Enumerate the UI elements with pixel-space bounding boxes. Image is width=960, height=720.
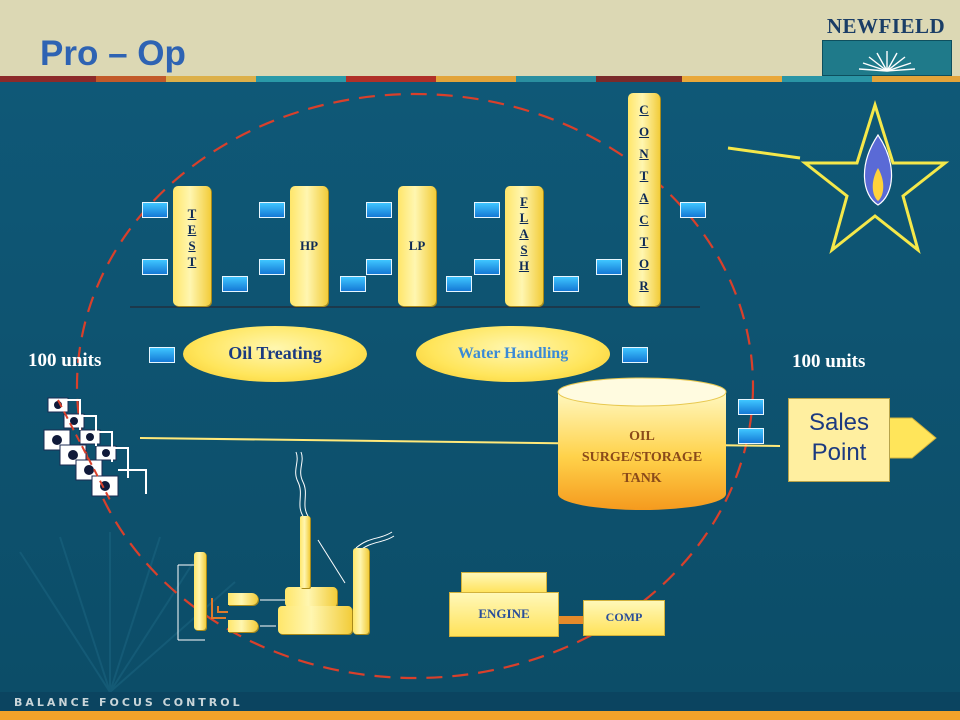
- inlet-arrow-icon: [142, 259, 168, 275]
- slide-title: Pro – Op: [40, 34, 186, 73]
- flash-separator: [505, 186, 543, 306]
- sales-point-label-line1: Sales: [808, 409, 870, 436]
- newfield-logo-mark: [822, 40, 952, 76]
- inlet-arrow-icon: [149, 347, 175, 363]
- newfield-logo: NEWFIELD: [826, 14, 946, 38]
- engine: ENGINE: [449, 592, 559, 637]
- footer-tagline: BALANCE FOCUS CONTROL: [14, 696, 243, 709]
- inlet-units-label: 100 units: [28, 350, 102, 371]
- tank-shape: [557, 377, 727, 510]
- stack-pipe: [300, 516, 310, 588]
- outlet-arrow-icon: [622, 347, 648, 363]
- compressor-label: COMP: [605, 610, 643, 624]
- inlet-arrow-icon: [474, 202, 500, 218]
- pump-top: [228, 593, 258, 605]
- oil-treating-label: Oil Treating: [228, 343, 322, 363]
- sales-point-arrow-icon: [887, 417, 937, 459]
- outlet-arrow-icon: [340, 276, 366, 292]
- facility-boundary: [75, 92, 755, 680]
- outlet-units-label: 100 units: [792, 351, 866, 372]
- compressor: COMP: [583, 600, 665, 636]
- dehydration-skid: [177, 451, 395, 641]
- inlet-arrow-icon: [366, 202, 392, 218]
- oil-treating-unit: Oil Treating: [183, 326, 367, 382]
- footer-accent-bar: [0, 711, 960, 720]
- outlet-arrow-icon: [680, 202, 706, 218]
- header-stripe: [0, 76, 960, 82]
- water-handling-label: Water Handling: [457, 345, 569, 362]
- slide-header: [0, 0, 960, 80]
- reboiler-upper: [285, 587, 337, 607]
- inlet-arrow-icon: [142, 202, 168, 218]
- outlet-arrow-icon: [222, 276, 248, 292]
- outlet-arrow-icon: [446, 276, 472, 292]
- pump-bottom: [228, 620, 258, 632]
- sales-point: Sales Point: [788, 398, 890, 482]
- star-icon: [800, 99, 950, 255]
- sales-point-label-line2: Point: [811, 439, 867, 466]
- still-column: [353, 548, 369, 634]
- inlet-arrow-icon: [259, 259, 285, 275]
- inlet-arrow-icon: [474, 259, 500, 275]
- hp-separator: [290, 186, 328, 306]
- tank-outlet-arrow-icon: [738, 428, 764, 444]
- water-handling-unit: Water Handling: [416, 326, 610, 382]
- glycol-column: [194, 552, 206, 630]
- sunrise-icon: [858, 51, 916, 72]
- hp-separator-label: HP: [299, 238, 319, 253]
- test-separator: [173, 186, 211, 306]
- reboiler-lower: [278, 606, 352, 634]
- engine-top: [461, 572, 547, 594]
- lp-separator: [398, 186, 436, 306]
- inlet-arrow-icon: [366, 259, 392, 275]
- wellheads: [43, 397, 147, 501]
- oil-surge-storage-tank: [556, 376, 728, 512]
- tank-outlet-arrow-icon: [738, 399, 764, 415]
- engine-label: ENGINE: [478, 606, 530, 621]
- lp-separator-label: LP: [408, 238, 426, 253]
- flame-core-icon: [872, 168, 884, 201]
- inlet-arrow-icon: [596, 259, 622, 275]
- background-rays: [19, 532, 236, 692]
- outlet-arrow-icon: [553, 276, 579, 292]
- inlet-arrow-icon: [259, 202, 285, 218]
- star-trail: [727, 146, 801, 160]
- contactor-tower: [628, 93, 660, 306]
